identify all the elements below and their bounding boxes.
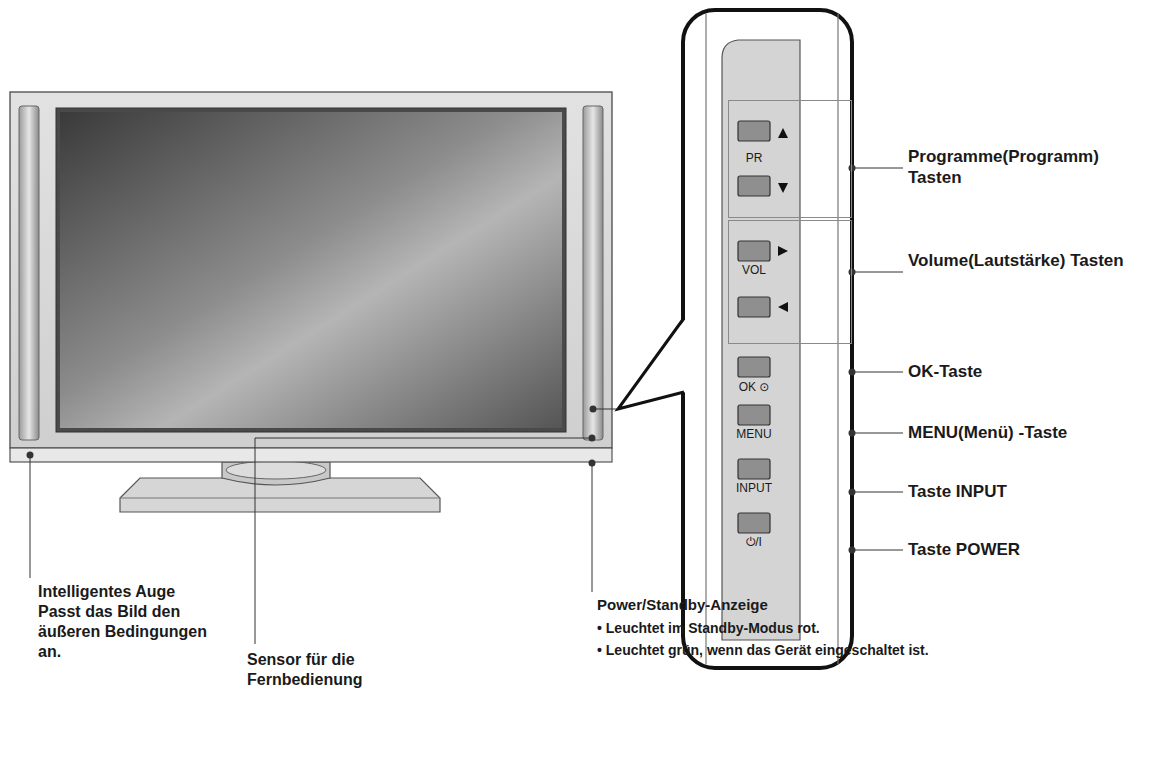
panel-edge — [705, 14, 706, 664]
button-label: ⏻/I — [718, 535, 790, 550]
buttons — [738, 121, 770, 533]
button-label: MENU — [718, 427, 790, 442]
button-label: INPUT — [718, 481, 790, 496]
stand-edge — [120, 498, 440, 499]
callout-label: Sensor für die Fernbedienung — [247, 650, 422, 690]
panel-edge — [837, 14, 838, 664]
stand-ring — [226, 461, 326, 479]
callout-label: Volume(Lautstärke) Tasten — [908, 250, 1148, 271]
screen — [60, 112, 562, 428]
callout-wedge — [618, 318, 684, 409]
note: • Leuchtet grün, wenn das Gerät eingesch… — [597, 642, 1147, 660]
callout-dots — [849, 165, 856, 554]
callout-label: Power/Standby-Anzeige — [597, 596, 997, 615]
leader — [592, 463, 593, 592]
note: • Leuchtet im Standby-Modus rot. — [597, 620, 1137, 638]
sensor-dot — [589, 435, 596, 442]
button-label: OK ⊙ — [718, 380, 790, 395]
button-group: VOL — [728, 220, 852, 344]
callout-wedge-fill — [618, 318, 686, 409]
callout-label: MENU(Menü) -Taste — [908, 422, 1148, 443]
screen-bezel — [56, 108, 566, 432]
callout-label: Taste INPUT — [908, 481, 1148, 502]
zoom-panel — [683, 10, 852, 668]
speaker-right — [583, 106, 603, 440]
callout-label: Intelligentes Auge Passt das Bild den äu… — [38, 582, 220, 662]
tv-frame — [10, 92, 612, 448]
stand-neck — [222, 462, 330, 485]
callout-label: Programme(Programm) Tasten — [908, 146, 1148, 189]
button-strip — [722, 40, 800, 640]
callout-label: OK-Taste — [908, 361, 1148, 382]
leader — [255, 438, 256, 644]
button-group: PR — [728, 100, 852, 218]
callout-leaders — [852, 168, 903, 550]
callout-label: Taste POWER — [908, 539, 1148, 560]
leader — [30, 455, 31, 578]
leader — [255, 438, 592, 439]
button-label: VOL — [728, 263, 780, 278]
tv-bottom-bar — [10, 448, 612, 462]
leader — [593, 409, 618, 410]
speaker-left — [19, 106, 39, 440]
button-label: PR — [728, 151, 780, 166]
